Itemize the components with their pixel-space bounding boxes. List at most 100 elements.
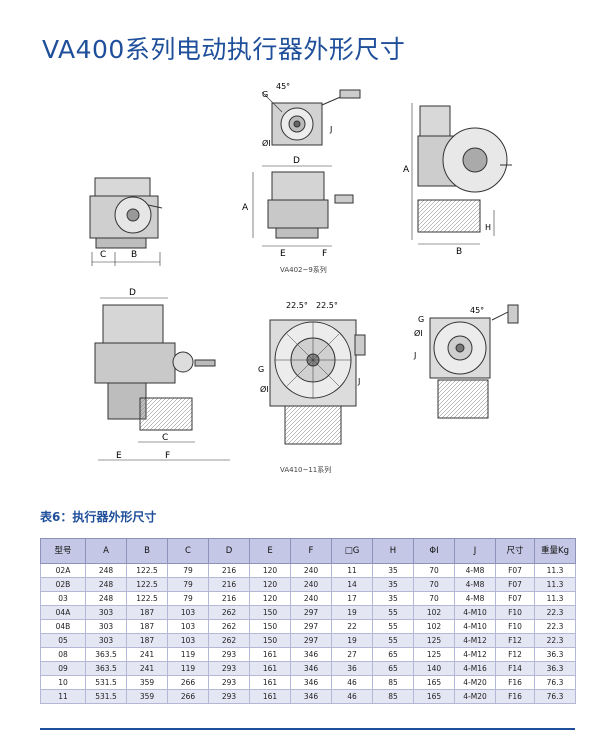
table-cell: 293: [208, 647, 250, 662]
label-g-2: G: [258, 365, 264, 374]
table-cell: F16: [495, 675, 535, 690]
table-cell: F07: [495, 591, 535, 606]
table-cell: 216: [208, 591, 250, 606]
table-cell: 70: [413, 577, 455, 592]
table-cell: 140: [413, 661, 455, 676]
label-a-1: A: [242, 203, 249, 213]
table-cell: 262: [208, 619, 250, 634]
dimension-drawings: C B G 45° ØI J D A E F VA402~9系列: [89, 82, 519, 474]
page-title: VA400系列电动执行器外形尺寸: [42, 35, 406, 64]
table-cell: 22.3: [534, 633, 576, 648]
table-cell: 22.3: [534, 619, 576, 634]
table-cell: 19: [331, 633, 373, 648]
table-cell: 4-M20: [454, 675, 496, 690]
table-cell: 03: [40, 591, 86, 606]
table-cell: 161: [249, 647, 291, 662]
table-cell: 103: [167, 605, 209, 620]
table-cell: 70: [413, 591, 455, 606]
table-cell: 10: [40, 675, 86, 690]
label-a-2: A: [403, 165, 410, 175]
label-g-1: G: [262, 90, 268, 99]
caption-va402-9: VA402~9系列: [280, 265, 327, 274]
table-cell: 303: [85, 605, 127, 620]
table-cell: 4-M16: [454, 661, 496, 676]
column-header: □G: [331, 538, 373, 564]
table-cell: 103: [167, 619, 209, 634]
table-cell: 266: [167, 675, 209, 690]
table-cell: 79: [167, 563, 209, 578]
column-header: A: [85, 538, 127, 564]
table-cell: 120: [249, 591, 291, 606]
table-cell: 27: [331, 647, 373, 662]
table-cell: 22.3: [534, 605, 576, 620]
table-cell: 187: [126, 633, 168, 648]
drawing-front-view: [252, 165, 354, 247]
table-cell: 248: [85, 563, 127, 578]
table-cell: 363.5: [85, 661, 127, 676]
table-cell: 293: [208, 661, 250, 676]
column-header: J: [454, 538, 496, 564]
table-cell: 297: [290, 633, 332, 648]
table-cell: 240: [290, 563, 332, 578]
drawing-side-view-bottom: [94, 297, 230, 461]
table-cell: F12: [495, 647, 535, 662]
table-cell: 359: [126, 689, 168, 704]
table-cell: 120: [249, 563, 291, 578]
column-header: ΦI: [413, 538, 455, 564]
table-cell: 65: [372, 661, 414, 676]
table-cell: 216: [208, 577, 250, 592]
table-title: 表6：执行器外形尺寸: [40, 510, 157, 524]
column-header: H: [372, 538, 414, 564]
table-cell: 35: [372, 577, 414, 592]
label-g-3: G: [418, 315, 424, 324]
column-header: B: [126, 538, 168, 564]
drawing-side-view-large: [411, 103, 512, 245]
table-cell: 161: [249, 675, 291, 690]
table-cell: 103: [167, 633, 209, 648]
column-header: F: [290, 538, 332, 564]
column-header: D: [208, 538, 250, 564]
table-cell: 4-M20: [454, 689, 496, 704]
table-cell: 4-M12: [454, 647, 496, 662]
table-cell: 248: [85, 577, 127, 592]
table-cell: 4-M8: [454, 577, 496, 592]
table-cell: 4-M10: [454, 605, 496, 620]
table-cell: 359: [126, 675, 168, 690]
table-cell: 346: [290, 647, 332, 662]
column-header: E: [249, 538, 291, 564]
table-cell: F07: [495, 577, 535, 592]
table-cell: 02A: [40, 563, 86, 578]
table-cell: 102: [413, 619, 455, 634]
label-e-2: E: [116, 451, 122, 461]
table-cell: 4-M10: [454, 619, 496, 634]
table-cell: 76.3: [534, 689, 576, 704]
table-cell: 120: [249, 577, 291, 592]
label-phi-i-1: ØI: [262, 138, 271, 148]
table-cell: 55: [372, 605, 414, 620]
table-cell: 303: [85, 619, 127, 634]
table-cell: 262: [208, 633, 250, 648]
table-cell: 119: [167, 661, 209, 676]
table-cell: 11.3: [534, 577, 576, 592]
table-cell: 150: [249, 605, 291, 620]
table-cell: 297: [290, 619, 332, 634]
label-225-1: 22.5°: [286, 301, 308, 310]
table-cell: 04B: [40, 619, 86, 634]
column-header: 型号: [40, 538, 86, 564]
table-cell: 11.3: [534, 563, 576, 578]
bottom-rule: [40, 728, 575, 730]
table-cell: 35: [372, 591, 414, 606]
label-j-2: J: [357, 377, 360, 386]
table-cell: 85: [372, 675, 414, 690]
table-cell: 119: [167, 647, 209, 662]
label-b-2: B: [456, 247, 462, 257]
label-d-2: D: [129, 288, 136, 298]
table-cell: 122.5: [126, 577, 168, 592]
table-cell: 161: [249, 689, 291, 704]
label-45-2: 45°: [470, 306, 484, 315]
